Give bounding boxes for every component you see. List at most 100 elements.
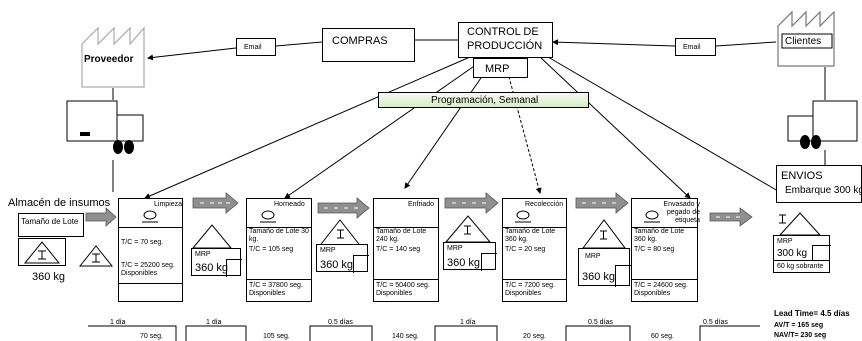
compras-label: COMPRAS (332, 35, 388, 47)
process-horneado: Horneado Tamaño de Lote 30 kg. T/C = 105… (246, 198, 312, 302)
inventory-extra: 60 kg sobrante (777, 263, 824, 270)
envios-title: ENVIOS (781, 170, 823, 182)
timeline-day: 1 día (110, 319, 126, 326)
timeline-sec: 60 seg. (651, 333, 674, 340)
truck-icon (66, 100, 144, 154)
timeline-day: 1 día (206, 319, 222, 326)
control-line1: CONTROL DE (467, 26, 539, 38)
email-label: Email (683, 44, 701, 51)
inventory-mrp: MRP (777, 238, 793, 245)
process-line3: T/C = 25200 seg. (121, 262, 175, 269)
inventory-box-4: MRP 360 kg (578, 248, 631, 287)
schedule-label: Programación, Semanal (431, 95, 539, 106)
process-line1: Tamaño de Lote 240 kg. (376, 228, 427, 243)
factory-icon (81, 26, 145, 88)
inventory-triangle-icon (778, 212, 822, 236)
email-box-customer: Email (675, 38, 716, 56)
almacen-inventory-icon (76, 244, 116, 268)
operator-icon (260, 210, 276, 223)
control-produccion-box: CONTROL DE PRODUCCIÓN (458, 22, 553, 58)
timeline-sec: 20 seg. (523, 333, 546, 340)
process-line2: T/C = 20 seg (505, 246, 546, 253)
timeline-day: 0.5 días (588, 319, 613, 326)
process-name: Horneado (274, 201, 305, 208)
process-line3: T/C = 50400 seg. (376, 282, 430, 289)
inventory-qty: 360 kg (582, 271, 616, 283)
process-line2: T/C = 105 seg (249, 246, 294, 253)
inventory-qty: 360 kg (447, 257, 481, 269)
control-line2: PRODUCCIÓN (467, 40, 543, 52)
timeline-sec: 70 seg. (140, 333, 163, 340)
compras-box: COMPRAS (322, 28, 415, 62)
envios-sub: Embarque 300 kg (785, 185, 862, 196)
operator-icon (142, 210, 158, 223)
process-line4: Disponibles (634, 290, 671, 297)
timeline-day: 0.5 días (328, 319, 353, 326)
process-recoleccion: Recolección Tamaño de Lote 360 kg. T/C =… (502, 198, 567, 302)
inventory-triangle-icon (78, 245, 114, 267)
process-line2: T/C = 140 seg (376, 246, 421, 253)
inventory-box-5: MRP 300 kg 60 kg sobrante (773, 235, 831, 273)
almacen-lote-label: Tamaño de Lote (21, 217, 79, 226)
inventory-triangle-icon (191, 224, 233, 249)
inventory-mrp: MRP (585, 253, 601, 260)
mrp-box: MRP (473, 58, 528, 78)
operator-icon (644, 210, 660, 223)
process-line4: Disponibles (249, 290, 286, 297)
timeline-day: 1 día (460, 319, 476, 326)
inventory-qty: 360 kg (195, 262, 229, 274)
process-limpieza: Limpieza T/C = 70 seg. T/C = 25200 seg. … (118, 198, 183, 302)
lead-time: Lead Time= 4.5 días (774, 309, 850, 318)
nav-time: NAV/T= 230 seg (774, 332, 827, 339)
inventory-mrp: MRP (320, 247, 336, 254)
schedule-box: Programación, Semanal (378, 92, 589, 108)
process-name: Recolección (525, 201, 564, 208)
inventory-mrp: MRP (447, 245, 463, 252)
timeline-sec: 105 seg. (263, 333, 290, 340)
process-line3: T/C = 24600 seg. (634, 282, 688, 289)
inventory-box-2: MRP 360 kg (316, 244, 369, 273)
process-line1: Tamaño de Lote 30 kg. (249, 228, 309, 243)
inventory-box-3: MRP 360 kg (443, 242, 497, 271)
inventory-box-1: MRP 360 kg (191, 248, 242, 277)
inventory-qty: 300 kg (777, 248, 808, 259)
inventory-mrp: MRP (195, 251, 211, 258)
timeline-sec: 140 seg. (392, 333, 419, 340)
process-line1: Tamaño de Lote 360 kg. (505, 228, 556, 243)
process-line2: T/C = 80 seg (634, 246, 675, 253)
almacen-inventory-box (18, 238, 66, 266)
process-name: Limpieza (154, 201, 183, 208)
factory-icon (777, 10, 835, 67)
process-line3: T/C = 37800 seg. (249, 282, 303, 289)
envios-box: ENVIOS Embarque 300 kg (776, 165, 862, 203)
process-line4: Disponibles (376, 290, 413, 297)
truck-icon (787, 100, 858, 149)
process-line1: Tamaño de Lote 360 kg. (634, 228, 685, 243)
process-line3: T/C = 7200 seg. (505, 282, 556, 289)
process-name: Enfriado (408, 201, 435, 208)
process-enfriado: Enfriado Tamaño de Lote 240 kg. T/C = 14… (373, 198, 439, 302)
operator-icon (515, 210, 531, 223)
almacen-qty: 360 kg (32, 271, 66, 283)
customer-label: Clientes (785, 36, 822, 47)
mrp-label: MRP (485, 63, 510, 75)
process-line4: Disponibles (121, 270, 158, 277)
customer-truck (787, 100, 859, 150)
process-envasado: Envasado y pegado de etiqueta Tamaño de … (631, 198, 700, 302)
email-box-supplier: Email (236, 38, 276, 56)
timeline-day: 0.5 días (703, 319, 728, 326)
process-name: Envasado y pegado de etiqueta (663, 201, 700, 224)
customer-factory: Clientes (776, 6, 838, 68)
av-time: AV/T = 165 seg (774, 322, 824, 329)
process-line1: T/C = 70 seg. (121, 239, 164, 246)
inventory-qty: 360 kg (320, 259, 354, 271)
email-label: Email (244, 44, 262, 51)
almacen-lote-box: Tamaño de Lote (18, 213, 84, 237)
supplier-label: Proveedor (84, 54, 134, 65)
supplier-factory: Proveedor (78, 22, 148, 88)
inventory-triangle-icon (23, 241, 61, 264)
process-line4: Disponibles (505, 290, 542, 297)
almacen-title: Almacén de insumos (8, 197, 111, 209)
